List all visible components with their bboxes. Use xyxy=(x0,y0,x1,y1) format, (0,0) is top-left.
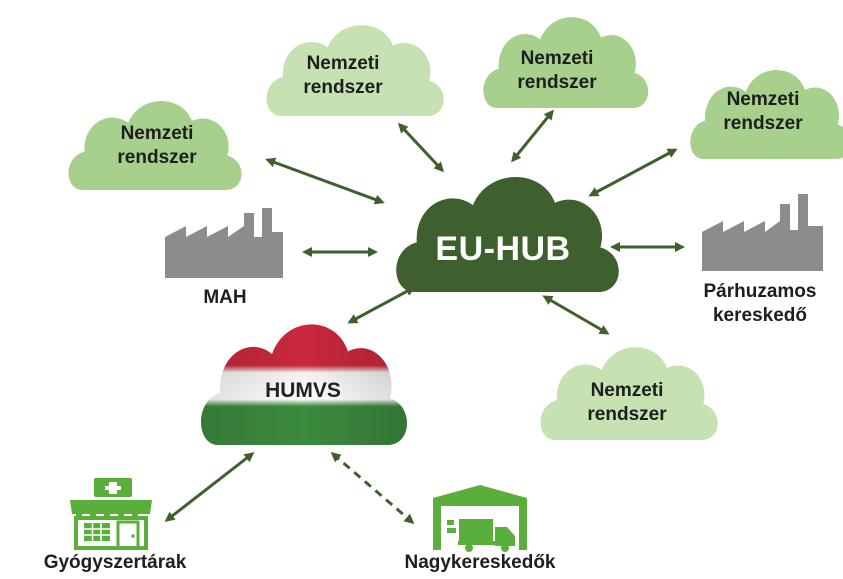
national-system-label-right: Nemzeti rendszer xyxy=(698,88,828,136)
arrow-humvs-pharmacies xyxy=(164,452,255,522)
wholesalers-label: Nagykereskedők xyxy=(404,552,556,573)
national-system-line1: Nemzeti xyxy=(726,89,800,110)
factory-icon xyxy=(702,194,823,271)
national-system-line2: rendszer xyxy=(587,404,667,425)
arrow-hub-national-bottom xyxy=(542,295,610,335)
national-system-label-top-left: Nemzeti rendszer xyxy=(268,52,418,100)
arrow-hub-humvs xyxy=(347,286,416,324)
arrow-humvs-wholesalers xyxy=(330,452,415,524)
national-system-line1: Nemzeti xyxy=(520,48,594,69)
national-system-line1: Nemzeti xyxy=(306,53,380,74)
pharmacies-label: Gyógyszertárak xyxy=(43,552,187,573)
arrow-hub-national-right xyxy=(588,148,678,197)
national-system-label-bottom: Nemzeti rendszer xyxy=(552,379,702,427)
arrow-hub-national-top-left xyxy=(397,122,445,173)
national-system-line1: Nemzeti xyxy=(590,380,664,401)
national-system-line2: rendszer xyxy=(723,113,803,134)
parallel-trader-line2: kereskedő xyxy=(712,305,807,326)
pharmacy-icon xyxy=(70,478,152,550)
national-system-line1: Nemzeti xyxy=(120,123,194,144)
national-system-line2: rendszer xyxy=(117,147,197,168)
connection-arrows xyxy=(164,109,685,524)
parallel-trader-line1: Párhuzamos xyxy=(703,281,817,302)
arrow-hub-national-top xyxy=(511,109,554,163)
eu-hub-label: EU-HUB xyxy=(435,230,571,268)
national-system-label-left: Nemzeti rendszer xyxy=(82,122,232,170)
mah-label: MAH xyxy=(203,287,247,308)
warehouse-truck-icon xyxy=(433,485,527,552)
arrow-hub-national-left xyxy=(265,157,385,205)
factory-icon xyxy=(165,208,283,278)
national-system-label-top: Nemzeti rendszer xyxy=(482,47,632,95)
humvs-label: HUMVS xyxy=(265,379,341,402)
national-system-line2: rendszer xyxy=(517,72,597,93)
national-system-line2: rendszer xyxy=(303,77,383,98)
parallel-trader-label: Párhuzamos kereskedő xyxy=(680,280,840,328)
